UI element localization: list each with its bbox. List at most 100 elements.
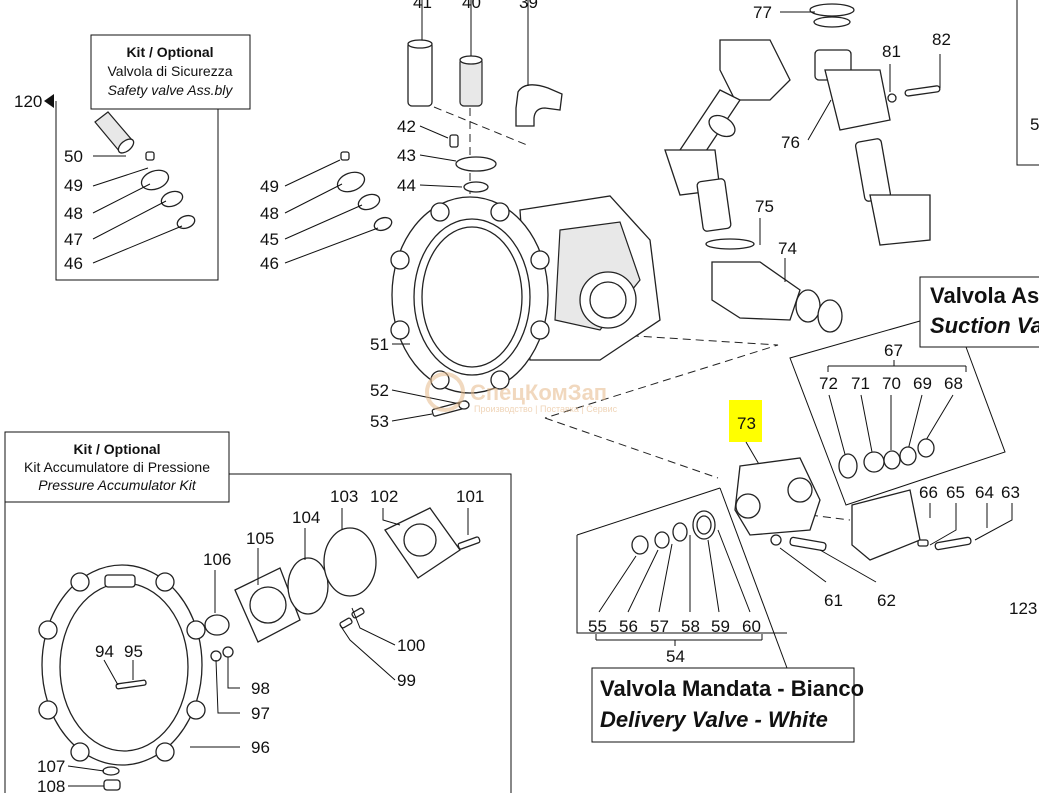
label-105: 105 (246, 529, 274, 548)
label-123: 123 (1009, 599, 1037, 618)
label-82: 82 (932, 30, 951, 49)
label-50: 50 (64, 147, 83, 166)
label-98: 98 (251, 679, 270, 698)
leader-lines (103, 659, 134, 686)
label-57: 57 (650, 617, 669, 636)
label-103: 103 (330, 487, 358, 506)
label-64: 64 (975, 483, 994, 502)
label-55: 55 (588, 617, 607, 636)
label-95: 95 (124, 642, 143, 661)
label-101: 101 (456, 487, 484, 506)
label-51: 51 (370, 335, 389, 354)
watermark: СпецКомЗап Производство | Поставка | Сер… (425, 372, 618, 414)
accumulator-parts (38, 507, 481, 791)
valve-seal-parts (336, 151, 393, 232)
label-61: 61 (824, 591, 843, 610)
label-108: 108 (37, 777, 65, 793)
label-49: 49 (64, 176, 83, 195)
suction-valve-box (919, 276, 1039, 348)
label-96: 96 (251, 738, 270, 757)
manifold-parts (664, 3, 941, 333)
safety-valve-it-label: Valvola di Sicurezza (107, 63, 232, 79)
label-41: 41 (413, 0, 432, 12)
label-59: 59 (711, 617, 730, 636)
label-76: 76 (781, 133, 800, 152)
label-46b: 46 (260, 254, 279, 273)
pump-body (390, 195, 661, 417)
side-frame (1016, 0, 1039, 166)
label-120: 120 (14, 92, 42, 111)
delivery-valve-frame-top (576, 487, 721, 536)
safety-valve-en-label: Safety valve Ass.bly (108, 82, 234, 98)
safety-valve-kit-label: Kit / Optional (126, 44, 213, 60)
suction-valve-en-label: Suction Val (930, 313, 1039, 338)
delivery-valve-box (591, 667, 855, 743)
accumulator-frame (229, 473, 512, 793)
safety-valve-frame (55, 101, 219, 281)
label-62: 62 (877, 591, 896, 610)
suction-valve-frame (789, 320, 1006, 506)
label-100: 100 (397, 636, 425, 655)
label-48b: 48 (260, 204, 279, 223)
label-56: 56 (619, 617, 638, 636)
fittings-parts (407, 39, 563, 193)
delivery-valve-frame-right (719, 487, 788, 669)
leader-lines (929, 503, 1013, 546)
label-54: 54 (666, 647, 685, 666)
label-39: 39 (519, 0, 538, 12)
accumulator-en-label: Pressure Accumulator Kit (38, 477, 197, 493)
label-74: 74 (778, 239, 797, 258)
label-44: 44 (397, 176, 416, 195)
label-42: 42 (397, 117, 416, 136)
leader-lines (190, 657, 240, 748)
valve-head-parts (734, 457, 972, 561)
bracket-67 (827, 360, 967, 372)
label-46: 46 (64, 254, 83, 273)
leader-lines (284, 159, 379, 264)
label-65: 65 (946, 483, 965, 502)
label-5: 5 (1030, 115, 1039, 134)
assembly-line (809, 514, 851, 521)
label-106: 106 (203, 550, 231, 569)
label-67: 67 (884, 341, 903, 360)
label-71: 71 (851, 374, 870, 393)
leader-lines (421, 0, 529, 86)
leader-lines (598, 529, 751, 613)
label-99: 99 (397, 671, 416, 690)
label-75: 75 (755, 197, 774, 216)
label-73: 73 (737, 414, 756, 433)
label-60: 60 (742, 617, 761, 636)
delivery-valve-en-label: Delivery Valve - White (600, 707, 828, 732)
label-48: 48 (64, 204, 83, 223)
label-68: 68 (944, 374, 963, 393)
label-40: 40 (462, 0, 481, 12)
assembly-line (433, 106, 528, 146)
label-94: 94 (95, 642, 114, 661)
label-102: 102 (370, 487, 398, 506)
leader-lines (828, 394, 954, 459)
accumulator-box (4, 431, 230, 503)
accumulator-kit-label: Kit / Optional (73, 441, 160, 457)
label-49b: 49 (260, 177, 279, 196)
label-69: 69 (913, 374, 932, 393)
delivery-valve-frame (576, 535, 787, 634)
suction-valve-parts (838, 438, 935, 479)
leader-lines (67, 765, 105, 787)
leader-lines (419, 125, 463, 188)
label-97: 97 (251, 704, 270, 723)
assembly-line (544, 417, 719, 479)
label-81: 81 (882, 42, 901, 61)
safety-valve-parts (94, 111, 196, 230)
pointer-arrow-icon (44, 94, 54, 108)
label-43: 43 (397, 146, 416, 165)
delivery-valve-it-label: Valvola Mandata - Bianco (600, 676, 864, 701)
suction-valve-it-label: Valvola Asp (930, 283, 1039, 308)
label-47: 47 (64, 230, 83, 249)
watermark-brand: СпецКомЗап (470, 380, 607, 405)
leader-lines (92, 155, 183, 264)
label-107: 107 (37, 757, 65, 776)
bracket-54 (595, 634, 763, 646)
label-58: 58 (681, 617, 700, 636)
label-72: 72 (819, 374, 838, 393)
accumulator-it-label: Kit Accumulatore di Pressione (24, 459, 210, 475)
